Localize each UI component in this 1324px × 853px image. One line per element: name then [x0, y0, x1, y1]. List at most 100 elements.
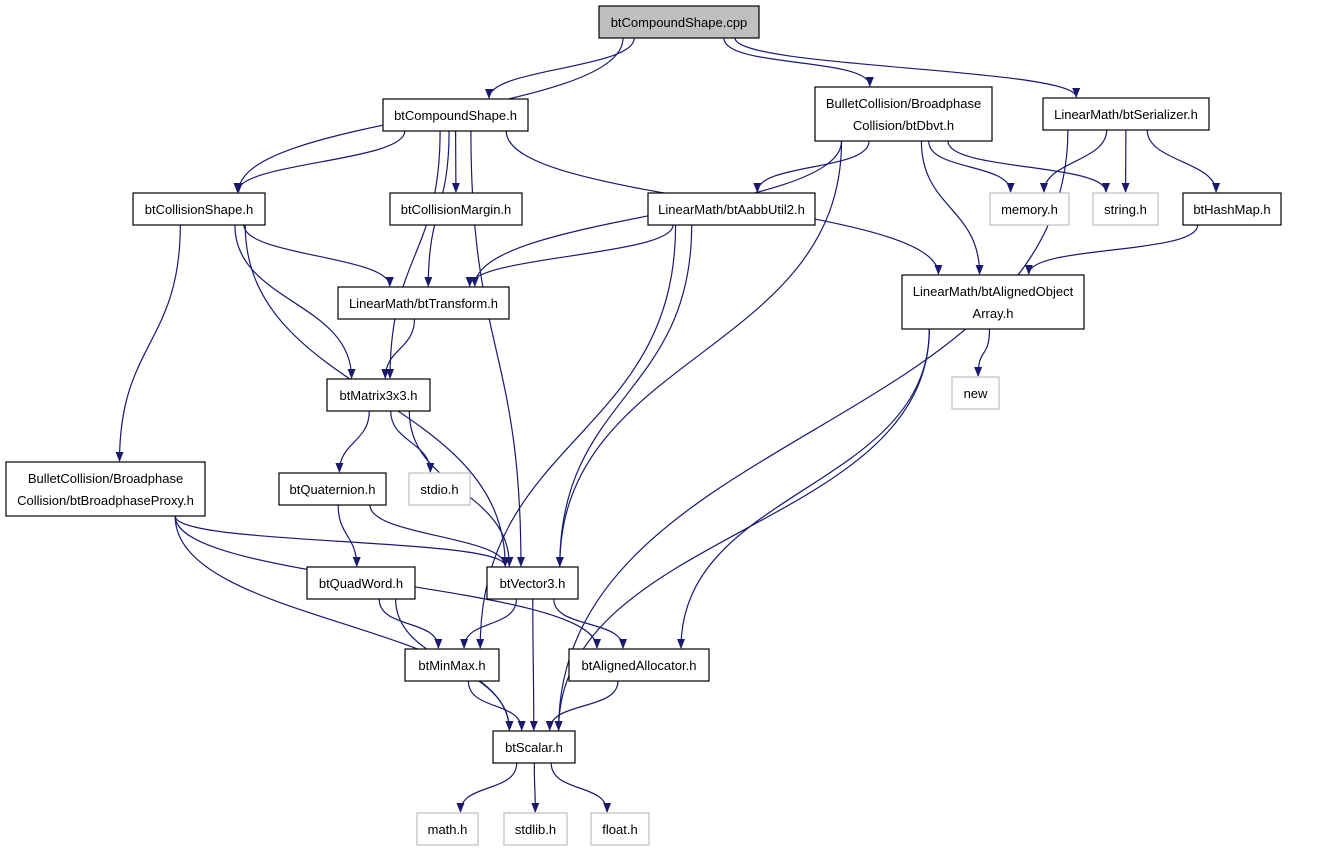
edge-dbvt-to-alignedarray — [920, 140, 984, 275]
node-collisionshape[interactable]: btCollisionShape.h — [132, 192, 266, 226]
edge-collisionshape-to-transform — [243, 224, 394, 287]
edge-quaternion-to-vector3 — [369, 504, 510, 567]
node-label: btAlignedAllocator.h — [582, 658, 697, 673]
node-label: btCollisionShape.h — [145, 202, 253, 217]
node-label: stdio.h — [420, 482, 458, 497]
node-string: string.h — [1092, 192, 1159, 226]
node-box — [647, 192, 816, 226]
edge-vector3-to-scalar — [529, 598, 538, 731]
edge-hashmap-to-alignedarray — [1024, 224, 1199, 275]
edge-alignedarray-to-new — [974, 328, 991, 377]
node-label: LinearMath/btAabbUtil2.h — [658, 202, 805, 217]
node-label: math.h — [428, 822, 468, 837]
node-label: memory.h — [1001, 202, 1058, 217]
node-box — [382, 98, 529, 132]
node-stdio: stdio.h — [408, 472, 471, 506]
node-label: btScalar.h — [505, 740, 563, 755]
node-quaternion[interactable]: btQuaternion.h — [278, 472, 387, 506]
node-label: btMatrix3x3.h — [339, 388, 417, 403]
node-box — [132, 192, 266, 226]
node-vector3[interactable]: btVector3.h — [486, 566, 579, 600]
edge-allocator-to-scalar — [545, 680, 619, 731]
node-box — [326, 378, 431, 412]
edge-matrix-to-quaternion — [335, 410, 370, 473]
node-box — [278, 472, 387, 506]
node-aabbutil[interactable]: LinearMath/btAabbUtil2.h — [647, 192, 816, 226]
node-scalar[interactable]: btScalar.h — [492, 730, 576, 764]
node-quadword[interactable]: btQuadWord.h — [306, 566, 416, 600]
node-compoundshape[interactable]: btCompoundShape.h — [382, 98, 529, 132]
node-box — [951, 376, 1000, 410]
node-memory: memory.h — [989, 192, 1070, 226]
edge-dbvt-to-string — [947, 140, 1110, 193]
node-label: LinearMath/btTransform.h — [349, 296, 498, 311]
node-label: btVector3.h — [500, 576, 566, 591]
node-label: new — [964, 386, 988, 401]
node-collisionmargin[interactable]: btCollisionMargin.h — [389, 192, 523, 226]
node-box — [598, 5, 760, 39]
node-box — [814, 86, 993, 142]
edge-minmax-to-scalar — [467, 680, 526, 731]
node-box — [989, 192, 1070, 226]
node-box — [503, 812, 568, 846]
edge-quaternion-to-quadword — [337, 504, 361, 567]
node-label: btQuaternion.h — [289, 482, 375, 497]
edges-layer — [115, 37, 1221, 813]
edge-dbvt-to-aabbutil — [753, 140, 870, 193]
node-allocator[interactable]: btAlignedAllocator.h — [568, 648, 710, 682]
node-minmax[interactable]: btMinMax.h — [404, 648, 500, 682]
edge-compoundshape-to-matrix — [386, 130, 441, 379]
node-label: string.h — [1104, 202, 1147, 217]
node-box — [1182, 192, 1282, 226]
edge-serializer-to-hashmap — [1146, 129, 1221, 193]
node-label: BulletCollision/Broadphase — [826, 96, 981, 111]
edge-aabbutil-to-vector3 — [555, 224, 693, 567]
node-box — [486, 566, 579, 600]
node-math: math.h — [416, 812, 479, 846]
node-label: btMinMax.h — [418, 658, 485, 673]
nodes-layer: btCompoundShape.cppbtCompoundShape.hBull… — [5, 5, 1282, 846]
edge-transform-to-matrix — [381, 318, 416, 379]
node-box — [337, 286, 510, 320]
edge-scalar-to-math — [456, 762, 518, 813]
node-serializer[interactable]: LinearMath/btSerializer.h — [1042, 97, 1210, 131]
node-label: float.h — [602, 822, 637, 837]
node-matrix[interactable]: btMatrix3x3.h — [326, 378, 431, 412]
node-label: btCompoundShape.cpp — [611, 15, 748, 30]
node-new: new — [951, 376, 1000, 410]
node-label: btCompoundShape.h — [394, 108, 517, 123]
edge-vector3-to-allocator — [553, 598, 628, 649]
node-box — [590, 812, 650, 846]
node-box — [1092, 192, 1159, 226]
edge-vector3-to-minmax — [460, 598, 517, 649]
node-box — [1042, 97, 1210, 131]
node-box — [416, 812, 479, 846]
edge-matrix-to-stdio — [390, 410, 435, 473]
node-label: Array.h — [973, 306, 1014, 321]
node-label: btQuadWord.h — [319, 576, 403, 591]
node-root[interactable]: btCompoundShape.cpp — [598, 5, 760, 39]
edge-collisionshape-to-matrix — [234, 224, 356, 379]
node-hashmap[interactable]: btHashMap.h — [1182, 192, 1282, 226]
node-label: LinearMath/btSerializer.h — [1054, 107, 1198, 122]
node-label: Collision/btDbvt.h — [853, 118, 954, 133]
node-label: BulletCollision/Broadphase — [28, 471, 183, 486]
edge-serializer-to-scalar — [554, 129, 1069, 731]
node-box — [408, 472, 471, 506]
node-stdlib: stdlib.h — [503, 812, 568, 846]
edge-serializer-to-memory — [1039, 129, 1108, 193]
edge-dbvt-to-vector3 — [555, 140, 843, 567]
edge-collisionshape-to-proxy — [115, 224, 181, 462]
node-box — [568, 648, 710, 682]
edge-quadword-to-minmax — [378, 598, 443, 649]
edge-scalar-to-float — [550, 762, 612, 813]
edge-compoundshape-to-collisionshape — [233, 130, 406, 193]
edge-proxy-to-scalar — [174, 515, 514, 731]
node-proxy[interactable]: BulletCollision/BroadphaseCollision/btBr… — [5, 461, 206, 517]
node-transform[interactable]: LinearMath/btTransform.h — [337, 286, 510, 320]
edge-aabbutil-to-transform — [465, 224, 674, 287]
edge-scalar-to-stdlib — [531, 762, 540, 813]
node-dbvt[interactable]: BulletCollision/BroadphaseCollision/btDb… — [814, 86, 993, 142]
